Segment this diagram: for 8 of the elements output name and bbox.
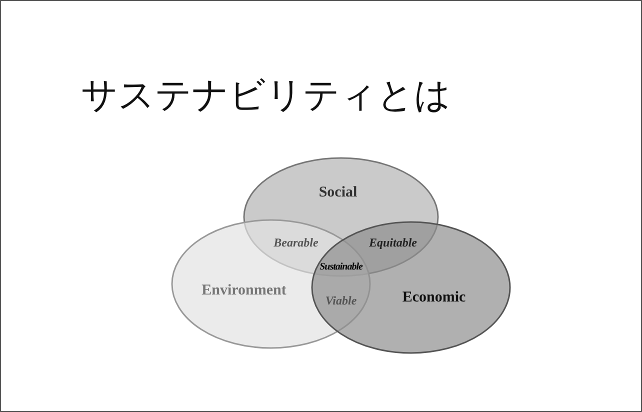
overlap-label: Equitable (369, 236, 417, 250)
overlap-label: Sustainable (320, 262, 362, 272)
circle-label: Environment (202, 282, 286, 300)
overlap-label: Bearable (274, 236, 318, 250)
circle-label: Social (318, 184, 358, 202)
overlap-label: Viable (325, 294, 357, 308)
slide-title: サステナビリティとは (81, 74, 451, 118)
circle-label: Economic (402, 290, 466, 306)
